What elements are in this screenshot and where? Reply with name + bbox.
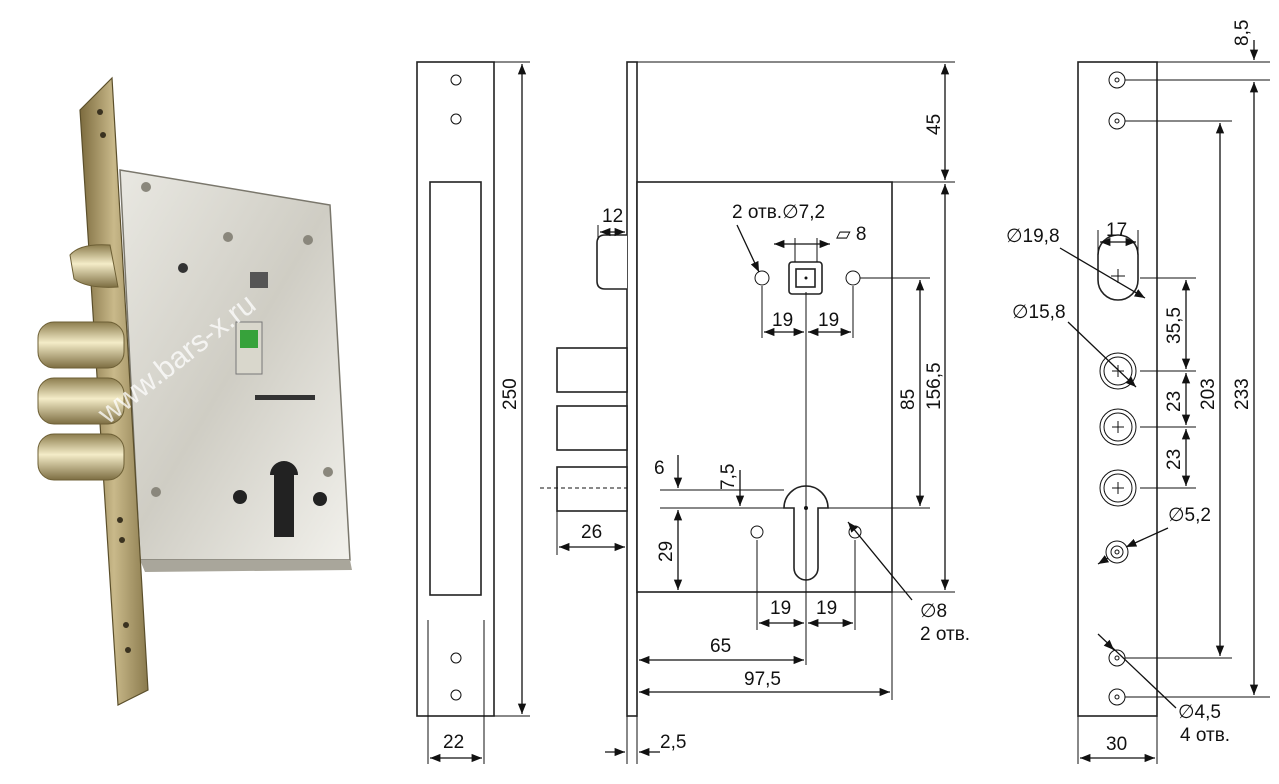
dim-strike-height: 250 (500, 378, 521, 410)
dim-spacing-23b: 23 (1164, 449, 1185, 470)
dim-hole-198: ∅19,8 (1006, 226, 1060, 247)
dim-body-width: 97,5 (744, 669, 781, 690)
lock-side-view: 45 156,5 85 12 2 отв.∅7,2 ▱ 8 19 19 6 7,… (540, 61, 970, 764)
dim-cyl-left: 19 (770, 598, 791, 619)
lock-photo: www.bars-x.ru (37, 76, 352, 706)
dim-bolt-projection: 26 (581, 522, 602, 543)
dim-offset-6: 6 (654, 458, 665, 479)
dim-hole-52: ∅5,2 (1168, 505, 1211, 526)
dim-body-height: 156,5 (924, 362, 945, 410)
dim-hole-45: ∅4,5 (1178, 702, 1221, 723)
dim-spindle-square: ▱ 8 (836, 224, 866, 245)
dim-front-edge: 12 (602, 206, 623, 227)
strike-plate-view: 250 22 (416, 61, 530, 764)
dim-backset: 65 (710, 636, 731, 657)
dim-spindle-right: 19 (818, 310, 839, 331)
dim-hole-45-count: 4 отв. (1180, 725, 1230, 746)
dim-hole-158: ∅15,8 (1012, 302, 1066, 323)
dim-faceplate-top: 8,5 (1232, 20, 1253, 46)
dim-faceplate-width: 30 (1106, 734, 1127, 755)
dim-spindle-holes: 2 отв.∅7,2 (732, 202, 825, 223)
dim-strike-width: 22 (443, 732, 464, 753)
faceplate-front-view: 8,5 233 203 35,5 23 23 17 ∅19,8 ∅15,8 ∅5… (1006, 20, 1270, 764)
dim-spacing-355: 35,5 (1164, 307, 1185, 344)
dim-spindle-left: 19 (772, 310, 793, 331)
dim-hole-8: ∅8 (920, 601, 947, 622)
dim-body-top: 45 (924, 114, 945, 135)
dim-center-spindle: 85 (898, 389, 919, 410)
dim-spacing-233: 233 (1232, 378, 1253, 410)
dim-cyl-height: 29 (656, 541, 677, 562)
dim-plate-thickness: 2,5 (660, 732, 686, 753)
dim-offset-75: 7,5 (718, 464, 739, 490)
dim-hole-17: 17 (1106, 220, 1127, 241)
dim-cyl-right: 19 (816, 598, 837, 619)
dim-hole-8-count: 2 отв. (920, 624, 970, 645)
dim-spacing-23a: 23 (1164, 391, 1185, 412)
dim-spacing-203: 203 (1198, 378, 1219, 410)
